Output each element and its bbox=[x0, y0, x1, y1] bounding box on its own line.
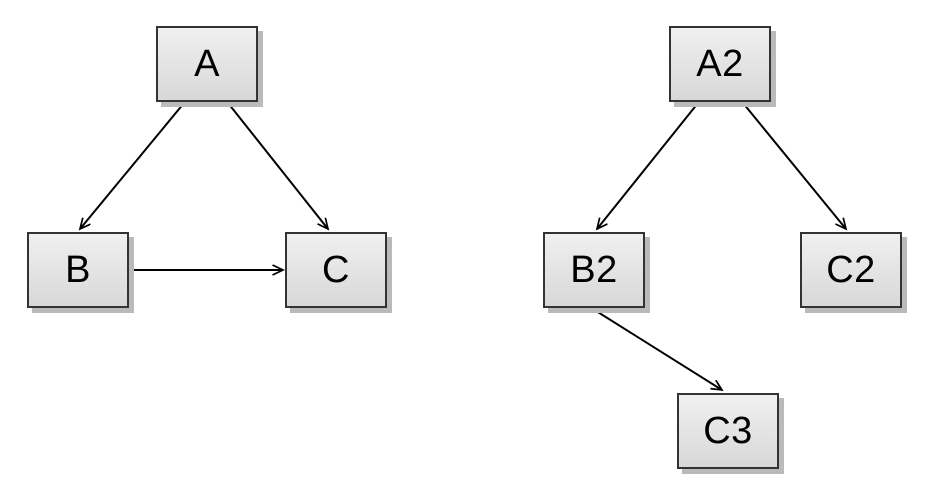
node-C[interactable]: C bbox=[285, 232, 387, 308]
node-C2[interactable]: C2 bbox=[800, 232, 902, 308]
node-B2-label: B2 bbox=[570, 249, 618, 291]
node-A2-label: A2 bbox=[696, 43, 744, 85]
node-C3-label: C3 bbox=[703, 410, 753, 452]
node-C3[interactable]: C3 bbox=[677, 393, 779, 469]
node-A[interactable]: A bbox=[156, 26, 258, 102]
node-B[interactable]: B bbox=[27, 232, 129, 308]
node-B-label: B bbox=[65, 249, 91, 291]
node-A2[interactable]: A2 bbox=[669, 26, 771, 102]
edge-A2-C2[interactable] bbox=[742, 102, 846, 229]
edge-A2-B2[interactable] bbox=[597, 102, 699, 229]
node-C-label: C bbox=[322, 249, 350, 291]
edge-A-C[interactable] bbox=[227, 102, 328, 229]
edge-A-B[interactable] bbox=[80, 102, 185, 229]
node-B2[interactable]: B2 bbox=[543, 232, 645, 308]
edge-B2-C3[interactable] bbox=[592, 308, 722, 390]
node-C2-label: C2 bbox=[826, 249, 876, 291]
node-A-label: A bbox=[194, 43, 220, 85]
